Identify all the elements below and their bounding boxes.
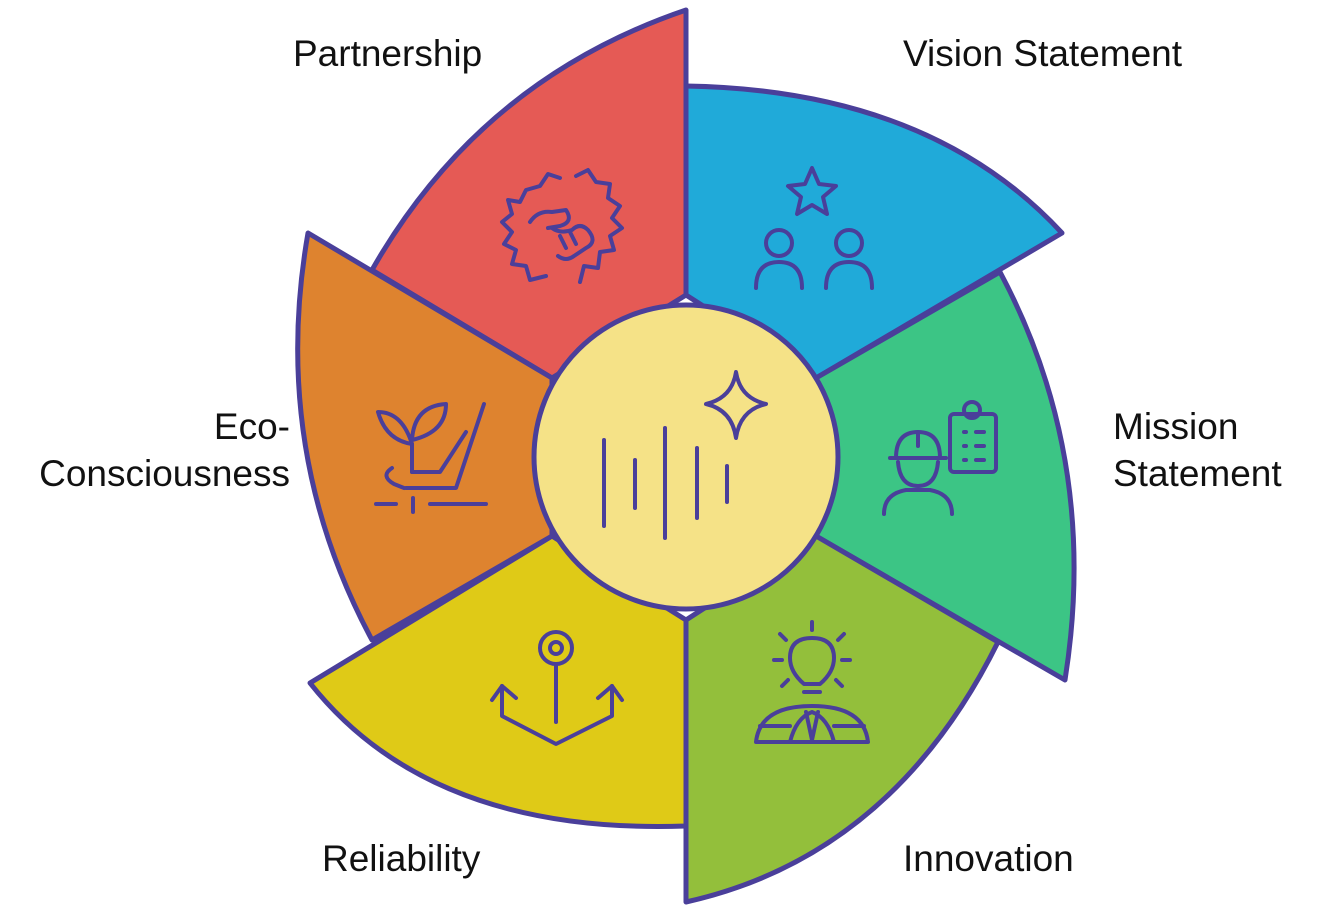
segment-partnership [369,7,689,381]
label-reliability: Reliability [322,835,480,882]
label-line: Reliability [322,838,481,879]
center-circle [531,302,841,612]
label-mission: Mission Statement [1113,403,1282,497]
segment-mission [813,269,1077,683]
lightbulb-globe-icon [754,620,870,744]
label-line: Consciousness [39,453,290,494]
label-line: Mission [1113,406,1239,447]
plant-hand-icon [374,402,488,514]
label-line: Statement [1113,453,1282,494]
label-line: Eco- [213,406,290,447]
label-line: Innovation [903,838,1074,879]
worker-clipboard-icon [882,400,998,516]
label-line: Partnership [293,33,483,74]
segment-reliability [307,533,689,829]
label-eco-consciousness: Eco- Consciousness [18,403,290,497]
team-star-icon [754,166,874,290]
segment-innovation [683,533,1001,905]
sparkle-waveform-icon [602,370,768,540]
segment-vision [683,83,1065,381]
label-vision: Vision Statement [903,30,1182,77]
label-innovation: Innovation [903,835,1074,882]
handshake-icon [500,168,624,284]
label-partnership: Partnership [293,30,482,77]
anchor-icon [490,630,624,746]
label-line: Vision Statement [903,33,1183,74]
